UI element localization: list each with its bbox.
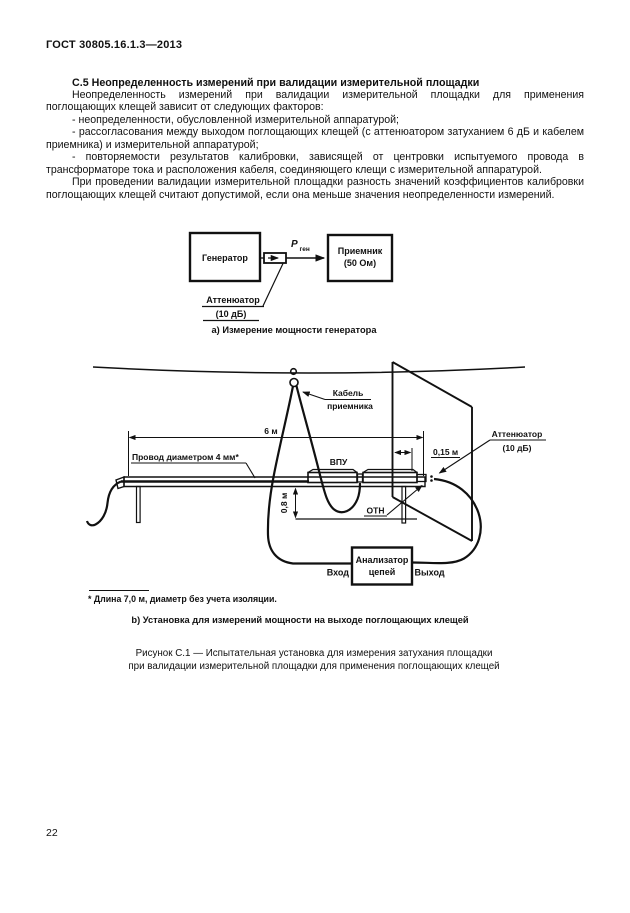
receiver-box bbox=[326, 233, 394, 283]
document-title: ГОСТ 30805.16.1.3—2013 bbox=[46, 39, 183, 51]
body-text: Неопределенность измерений при валидации… bbox=[46, 89, 584, 201]
clamp-junction-connector bbox=[356, 473, 364, 483]
pulley-hook-icon bbox=[289, 377, 299, 388]
attenuator-leader-line bbox=[262, 263, 284, 307]
receiver-label: Приемник bbox=[338, 246, 383, 256]
table-left-bevel bbox=[115, 475, 125, 490]
generator-label: Генератор bbox=[202, 253, 248, 263]
analyzer-input-label: Вход bbox=[327, 568, 350, 578]
cable-label-line2: приемника bbox=[327, 401, 373, 411]
list-item: - рассогласования между выходом поглощаю… bbox=[46, 126, 584, 151]
footnote-rule bbox=[89, 590, 149, 591]
otn-label: ОТН bbox=[367, 506, 385, 516]
attenuator-output-cable bbox=[412, 477, 482, 565]
wire-leader-line bbox=[245, 462, 256, 479]
table-leg-left bbox=[135, 485, 141, 524]
attenuator-port-dot bbox=[430, 479, 433, 482]
receiver-cable-left-strand bbox=[266, 385, 352, 565]
figure-caption-line2: при валидации измерительной площадки для… bbox=[128, 661, 500, 672]
diagram-a-caption: а) Измерение мощности генератора bbox=[211, 325, 377, 335]
network-analyzer-label: Анализатор bbox=[356, 555, 409, 565]
network-analyzer-box bbox=[350, 546, 414, 586]
generator-box bbox=[188, 231, 262, 283]
list-item: - неопределенности, обусловленной измери… bbox=[72, 113, 399, 126]
otn-leader-line bbox=[386, 484, 423, 516]
paragraph: Неопределенность измерений при валидации… bbox=[46, 89, 584, 114]
footnote-text: * Длина 7,0 м, диаметр без учета изоляци… bbox=[88, 594, 277, 604]
pulley-ring-icon bbox=[289, 367, 298, 376]
list-item: - повторяемости результатов калибровки, … bbox=[46, 151, 584, 176]
wire-label: Провод диаметром 4 мм* bbox=[132, 452, 239, 462]
clamp-top-bevel bbox=[307, 468, 358, 474]
end-connector bbox=[416, 473, 427, 483]
receiver-cable-right-strand bbox=[295, 385, 362, 514]
dim015-label: 0,15 м bbox=[433, 447, 458, 457]
paragraph: При проведении валидации измерительной п… bbox=[46, 176, 584, 201]
power-label: P bbox=[291, 239, 298, 250]
diagram-b-caption: b) Установка для измерений мощности на в… bbox=[131, 615, 469, 625]
cable-label: Кабель bbox=[333, 388, 364, 398]
attenuator-b-value-label: (10 дБ) bbox=[503, 443, 532, 453]
attenuator-value-label: (10 дБ) bbox=[216, 309, 247, 319]
attenuator-b-label: Аттенюатор bbox=[492, 429, 543, 439]
panel-top-edge bbox=[392, 361, 473, 408]
figure-caption: Рисунок С.1 — Испытательная установка дл… bbox=[49, 647, 579, 673]
receiver-impedance-label: (50 Ом) bbox=[344, 258, 376, 268]
section-heading: С.5 Неопределенность измерений при валид… bbox=[72, 77, 480, 89]
figure-caption-line1: Рисунок С.1 — Испытательная установка дл… bbox=[135, 648, 493, 659]
attenuator-b-leader-line bbox=[438, 439, 491, 474]
cable-leader-line bbox=[302, 391, 326, 401]
attenuator-port-dot bbox=[430, 475, 433, 478]
power-label-subscript: ген bbox=[300, 246, 310, 253]
test-wire-hanging-end bbox=[85, 480, 122, 527]
attenuator-label: Аттенюатор bbox=[206, 295, 260, 305]
otn-top-bevel bbox=[362, 468, 418, 474]
table-leg-right bbox=[401, 485, 407, 524]
dim08-label: 0,8 м bbox=[279, 493, 289, 513]
diagram-a: Генератор P ген Приемник (50 Ом) Аттенюа… bbox=[188, 231, 394, 322]
network-analyzer-label-line2: цепей bbox=[369, 567, 396, 577]
diagram-b: 6 м 0,8 м bbox=[85, 361, 546, 586]
ceiling-line bbox=[92, 366, 526, 374]
vpu-label: ВПУ bbox=[330, 457, 348, 467]
dim6-label: 6 м bbox=[264, 426, 277, 436]
analyzer-output-label: Выход bbox=[415, 568, 445, 578]
page-number: 22 bbox=[46, 827, 58, 839]
